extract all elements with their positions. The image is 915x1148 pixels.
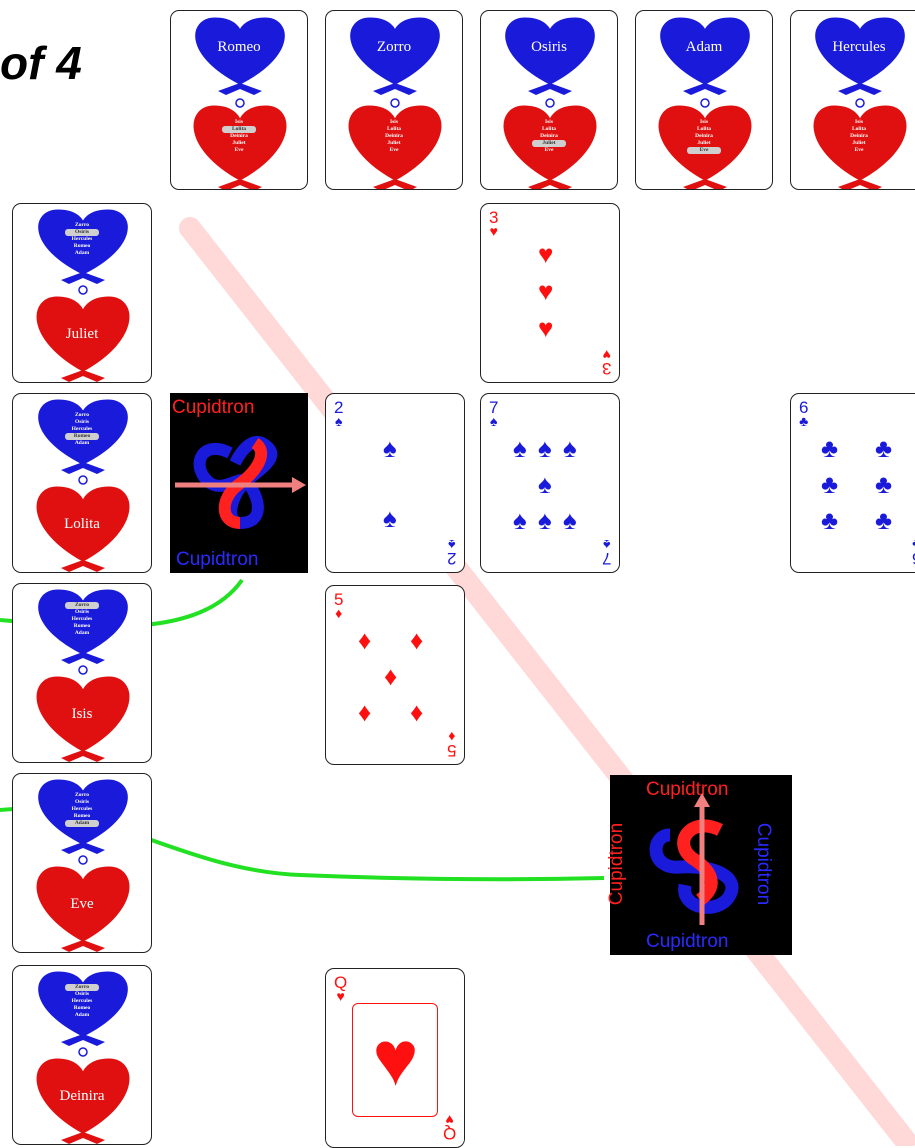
blue-heart-name: Adam — [636, 39, 772, 56]
list-item: Eve — [842, 147, 876, 154]
list-item: Juliet — [687, 140, 721, 147]
list-item: Zorro — [65, 602, 99, 609]
list-item: Juliet — [377, 140, 411, 147]
list-item: Deinira — [842, 133, 876, 140]
list-item: Eve — [222, 147, 256, 154]
cupid-knot-icon — [610, 775, 792, 955]
blue-heart-name: Osiris — [481, 39, 617, 56]
list-item: Zorro — [65, 792, 99, 799]
list-item: Lolita — [842, 126, 876, 133]
list-item: Hercules — [65, 998, 99, 1005]
list-item: Hercules — [65, 236, 99, 243]
list-item: Romeo — [65, 813, 99, 820]
list-item: Adam — [65, 440, 99, 447]
list-item: Juliet — [842, 140, 876, 147]
blue-heart-name: Romeo — [171, 39, 307, 56]
list-item: Isis — [842, 119, 876, 126]
list-item: Romeo — [65, 243, 99, 250]
list-item: Deinira — [377, 133, 411, 140]
list-item: Lolita — [532, 126, 566, 133]
list-item: Deinira — [222, 133, 256, 140]
list-item: Eve — [687, 147, 721, 154]
list-item: Osiris — [65, 991, 99, 998]
red-heart-name: Isis — [13, 706, 151, 723]
list-item: Adam — [65, 1012, 99, 1019]
list-item: Deinira — [532, 133, 566, 140]
five-of-diamonds-card[interactable]: 5♦ ♦ ♦ ♦ ♦ ♦ 5♦ — [325, 585, 465, 765]
list-item: Isis — [687, 119, 721, 126]
list-item: Osiris — [65, 229, 99, 236]
cupidtron-card-rotated[interactable]: Cupidtron Cupidtron Cupidtron Cupidtron — [610, 775, 792, 955]
list-item: Hercules — [65, 616, 99, 623]
list-item: Isis — [222, 119, 256, 126]
red-heart-name: Juliet — [13, 326, 151, 343]
list-item: Eve — [532, 147, 566, 154]
list-item: Adam — [65, 820, 99, 827]
list-item: Zorro — [65, 222, 99, 229]
list-item: Romeo — [65, 623, 99, 630]
list-item: Romeo — [65, 1005, 99, 1012]
list-item: Adam — [65, 250, 99, 257]
list-item: Adam — [65, 630, 99, 637]
list-item: Lolita — [377, 126, 411, 133]
list-item: Lolita — [222, 126, 256, 133]
seven-of-spades-card[interactable]: 7♠ ♠ ♠ ♠ ♠ ♠ ♠ ♠ 7♠ — [480, 393, 620, 573]
red-heart-name: Lolita — [13, 516, 151, 533]
blue-heart-name: Zorro — [326, 39, 462, 56]
list-item: Zorro — [65, 412, 99, 419]
list-item: Osiris — [65, 609, 99, 616]
blue-heart-name: Hercules — [791, 39, 915, 56]
list-item: Osiris — [65, 799, 99, 806]
heart-icon — [481, 11, 618, 190]
list-item: Hercules — [65, 806, 99, 813]
list-item: Hercules — [65, 426, 99, 433]
two-of-spades-card[interactable]: 2♠ ♠ ♠ 2♠ — [325, 393, 465, 573]
cupidtron-card[interactable]: Cupidtron Cupidtron — [170, 393, 308, 573]
list-item: Juliet — [532, 140, 566, 147]
list-item: Juliet — [222, 140, 256, 147]
cupid-knot-icon — [170, 393, 308, 573]
red-heart-name: Deinira — [13, 1088, 151, 1105]
list-item: Romeo — [65, 433, 99, 440]
heart-icon — [636, 11, 773, 190]
heart-icon: ♥ — [352, 1019, 439, 1099]
queen-of-hearts-card[interactable]: Q♥ ♥ Q♥ — [325, 968, 465, 1148]
list-item: Zorro — [65, 984, 99, 991]
list-item: Deinira — [687, 133, 721, 140]
list-item: Lolita — [687, 126, 721, 133]
list-item: Osiris — [65, 419, 99, 426]
list-item: Isis — [377, 119, 411, 126]
three-of-hearts-card[interactable]: 3♥ ♥ ♥ ♥ 3♥ — [480, 203, 620, 383]
list-item: Eve — [377, 147, 411, 154]
heart-icon — [171, 11, 308, 190]
list-item: Isis — [532, 119, 566, 126]
heart-icon — [791, 11, 915, 190]
red-heart-name: Eve — [13, 896, 151, 913]
six-of-clubs-card[interactable]: 6♣ ♣ ♣ ♣ ♣ ♣ ♣ 6♣ — [790, 393, 915, 573]
heart-icon — [326, 11, 463, 190]
